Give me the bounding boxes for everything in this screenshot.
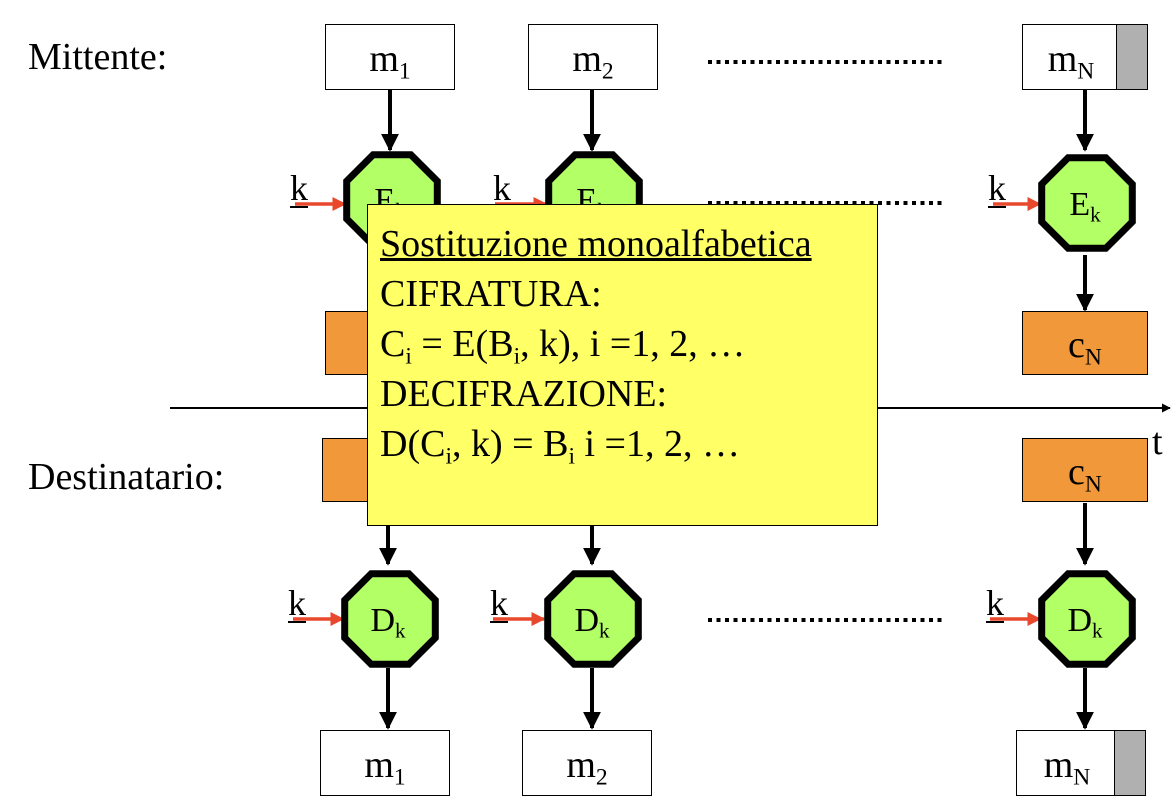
decryption-octagon-2	[544, 570, 642, 668]
block-index: 1	[398, 58, 411, 85]
block-letter: m	[566, 744, 596, 786]
decryption-label-2: Dk	[547, 602, 637, 642]
block-letter: c	[1068, 451, 1085, 493]
key-label-e2: k	[493, 168, 511, 208]
time-axis-label: t	[1152, 421, 1163, 463]
function-index: k	[599, 618, 610, 643]
function-index: k	[395, 618, 406, 643]
key-label-dN: k	[986, 583, 1004, 623]
block-letter: m	[369, 38, 399, 80]
block-index: 2	[601, 58, 614, 85]
formula-part: C	[380, 323, 406, 365]
formula-part: i =1, 2, …	[574, 423, 740, 465]
sender-label: Mittente:	[28, 36, 168, 78]
block-letter: m	[1047, 38, 1078, 80]
decryption-label-1: Dk	[343, 602, 433, 642]
decryption-label-n: Dk	[1040, 602, 1130, 642]
formula-index: i	[405, 343, 412, 370]
formula-part: = E(B	[411, 323, 514, 365]
key-label-e1: k	[290, 168, 308, 208]
function-letter: E	[1069, 186, 1091, 223]
key-label-eN: k	[988, 168, 1006, 208]
decryption-octagon-1	[341, 570, 439, 668]
substitution-note: Sostituzione monoalfabetica CIFRATURA: C…	[367, 204, 878, 526]
block-letter: c	[1068, 324, 1085, 366]
block-index: N	[1084, 344, 1102, 371]
decryption-octagon-n	[1038, 570, 1136, 668]
encryption-label-n: Ek	[1040, 186, 1130, 226]
receiver-ciphertext-block-n: cN	[1022, 438, 1148, 502]
block-index: 1	[393, 764, 406, 791]
receiver-plaintext-block-n: mN	[1016, 730, 1146, 796]
sender-plaintext-block-2: m2	[528, 24, 658, 90]
block-index: N	[1077, 58, 1095, 85]
receiver-plaintext-block-1: m1	[320, 730, 450, 796]
block-index: N	[1084, 471, 1102, 498]
key-label-d1: k	[288, 583, 306, 623]
note-decryption-formula: D(Ci, k) = Bi i =1, 2, …	[380, 419, 865, 469]
padding-block	[1116, 25, 1147, 89]
formula-part: , k), i =1, 2, …	[520, 323, 746, 365]
padding-block	[1114, 731, 1145, 795]
block-index: N	[1073, 764, 1091, 791]
sender-ciphertext-block-n: cN	[1022, 311, 1148, 375]
block-index: 2	[595, 764, 608, 791]
note-encryption-heading: CIFRATURA:	[380, 273, 602, 315]
formula-part: , k) = B	[452, 423, 569, 465]
note-decryption-heading: DECIFRAZIONE:	[380, 373, 668, 415]
encryption-octagon-n	[1038, 154, 1136, 252]
sender-plaintext-block-1: m1	[325, 24, 455, 90]
block-letter: m	[1043, 744, 1074, 786]
block-letter: m	[364, 744, 394, 786]
function-letter: D	[370, 602, 395, 639]
key-label-d2: k	[490, 583, 508, 623]
receiver-label: Destinatario:	[28, 456, 225, 498]
note-title: Sostituzione monoalfabetica	[380, 223, 812, 265]
sender-plaintext-block-n: mN	[1022, 24, 1148, 90]
formula-index: i	[513, 343, 521, 370]
formula-index: i	[568, 443, 575, 470]
function-letter: D	[574, 602, 599, 639]
formula-index: i	[445, 443, 452, 470]
formula-part: D(C	[380, 423, 446, 465]
receiver-plaintext-block-2: m2	[522, 730, 652, 796]
function-index: k	[1090, 202, 1101, 227]
function-index: k	[1092, 618, 1103, 643]
function-letter: D	[1067, 602, 1092, 639]
note-encryption-formula: Ci = E(Bi, k), i =1, 2, …	[380, 319, 865, 369]
block-letter: m	[572, 38, 602, 80]
